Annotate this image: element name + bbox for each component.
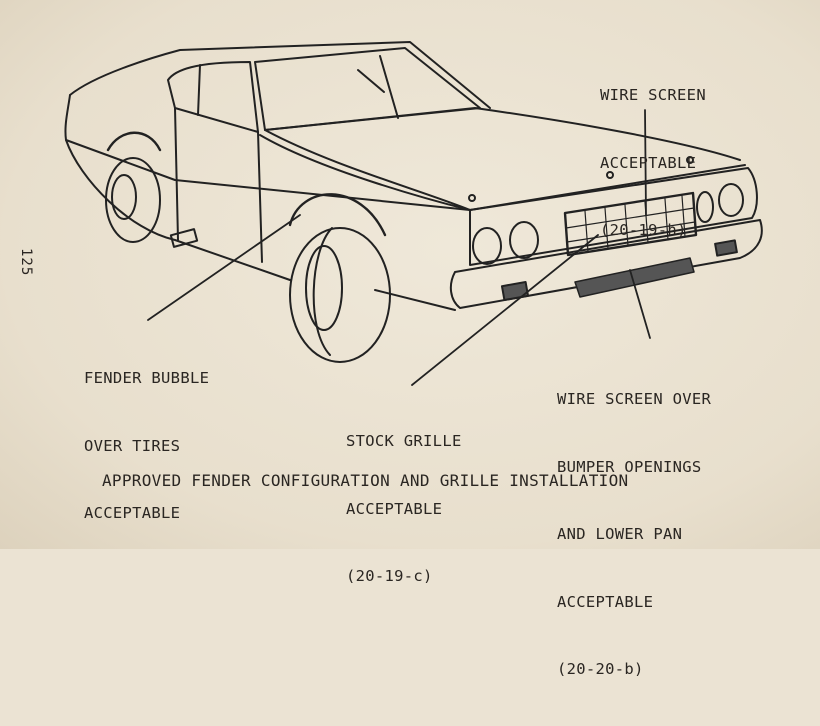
callout-line: AND LOWER PAN — [557, 525, 683, 543]
lower-pan-screen — [574, 257, 695, 298]
car-side-window — [167, 61, 259, 133]
rear-fender-bubble — [106, 131, 162, 152]
callout-line: ACCEPTABLE — [600, 153, 697, 172]
callout-wire-screen: WIRE SCREEN ACCEPTABLE (20-19-h) — [600, 39, 706, 287]
grille-mesh — [565, 195, 696, 253]
leader-wire-screen — [644, 109, 647, 216]
car-front-face — [469, 167, 758, 266]
bumper-opening-left — [500, 281, 530, 301]
callout-line: (20-20-b) — [557, 660, 644, 678]
leader-bumper-screen — [629, 269, 651, 339]
bumper-opening-right — [714, 239, 738, 257]
front-bumper — [449, 219, 763, 309]
stock-grille — [563, 191, 698, 257]
front-tire — [289, 227, 391, 363]
callout-line: WIRE SCREEN — [600, 86, 706, 104]
callout-bumper-screen: WIRE SCREEN OVER BUMPER OPENINGS AND LOW… — [557, 343, 711, 726]
callout-line: BUMPER OPENINGS — [557, 457, 702, 476]
callout-line: WIRE SCREEN OVER — [557, 390, 712, 408]
headlight-right-outer — [718, 183, 744, 217]
headlight-left-inner — [509, 221, 539, 259]
rear-tire — [105, 157, 161, 243]
page-number: 125 — [18, 248, 34, 277]
callout-line: FENDER BUBBLE — [84, 369, 210, 387]
callout-stock-grille: STOCK GRILLE ACCEPTABLE (20-19-c) — [346, 385, 462, 633]
callout-line: STOCK GRILLE — [346, 432, 462, 450]
callout-fender-bubble: FENDER BUBBLE OVER TIRES ACCEPTABLE — [84, 322, 209, 570]
callout-line: ACCEPTABLE — [557, 592, 654, 611]
leader-stock-grille — [411, 234, 599, 386]
callout-line: ACCEPTABLE — [346, 499, 443, 518]
car-roof — [69, 41, 491, 109]
car-hood — [264, 129, 746, 211]
callout-line: (20-19-c) — [346, 567, 433, 585]
car-windshield — [254, 47, 481, 131]
callout-line: OVER TIRES — [84, 436, 181, 455]
headlight-left-outer — [472, 227, 502, 265]
callout-leader-lines — [147, 109, 651, 386]
figure-caption: APPROVED FENDER CONFIGURATION AND GRILLE… — [102, 471, 629, 490]
callout-line: (20-19-h) — [600, 221, 687, 239]
manual-page: 125 WIRE SCREEN ACCEPTABLE (20-19-h) FEN… — [0, 0, 820, 678]
race-car-illustration — [64, 41, 763, 386]
callout-line: ACCEPTABLE — [84, 504, 181, 522]
leader-fender-bubble — [147, 214, 301, 321]
front-fender-bubble — [288, 193, 387, 237]
